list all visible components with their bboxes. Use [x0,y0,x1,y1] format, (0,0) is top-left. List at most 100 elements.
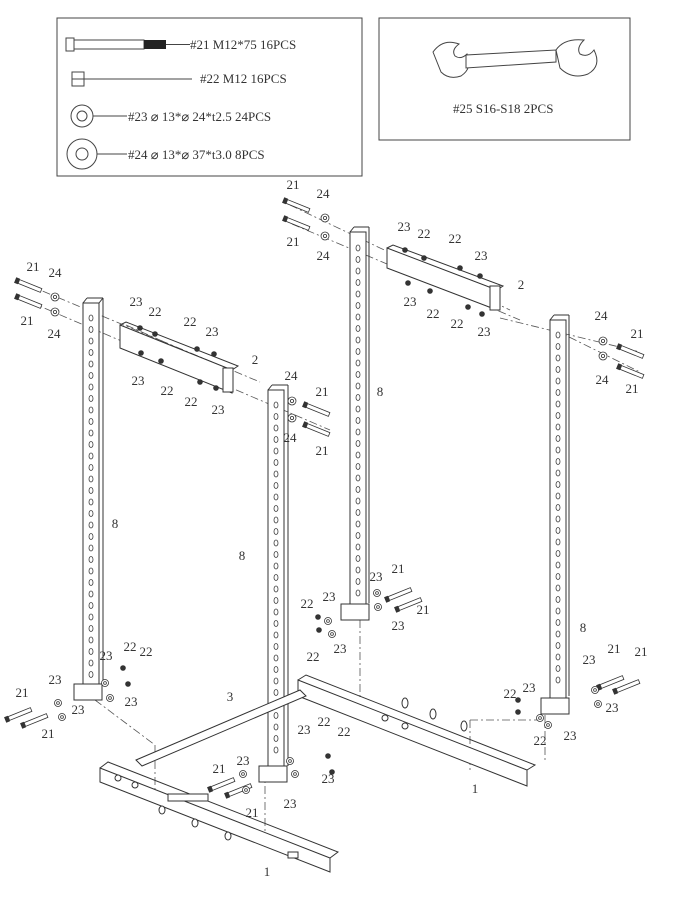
bolt-icon [65,37,166,52]
hardware-item-small-washer: #23 ⌀ 13*⌀ 24*t2.5 24PCS [128,109,271,124]
bolt-icon [302,421,331,437]
part-callout-base-crossbar: 3 [227,689,234,704]
part-callout-washer-small: 23 [323,589,336,604]
nut-icon [515,709,521,715]
washer-icon [591,686,599,694]
bolt-icon [282,197,311,213]
hardware-legend: #21 M12*75 16PCS #22 M12 16PCS #23 ⌀ 13*… [56,17,363,177]
part-callout-nut: 22 [338,724,351,739]
part-callout-washer-small: 23 [125,694,138,709]
part-callout-washer-large: 24 [285,368,299,383]
crossbar-front [119,321,240,394]
nut-icon [421,255,427,261]
nut-icon [138,350,144,356]
part-callout-washer-large: 24 [595,308,609,323]
part-callout-washer-large: 24 [49,265,63,280]
part-callout-nut: 22 [301,596,314,611]
part-callout-washer-small: 23 [606,700,619,715]
washer-icon [54,699,62,707]
washer-icon [320,213,330,223]
washer-icon [328,630,336,638]
washer-icon [594,700,602,708]
upright-left-front [73,297,104,701]
part-callout-bolt: 21 [16,685,29,700]
upright-center-back [340,226,370,621]
washer-icon [58,713,66,721]
part-callout-washer-large: 24 [48,326,62,341]
part-callout-bolt: 21 [42,726,55,741]
washer-icon [50,307,60,317]
bolt-icon [282,215,311,231]
washer-icon [239,770,247,778]
washer-icon [242,786,250,794]
washer-icon [291,770,299,778]
nut-icon [211,351,217,357]
bolt-icon [394,597,423,613]
part-callout-washer-small: 23 [564,728,577,743]
part-callout-bolt: 21 [631,326,644,341]
bolt-icon [14,277,43,293]
washer-icon [320,231,330,241]
crossbar-back [386,244,505,311]
wrench-icon [432,39,598,78]
bolt-icon [14,293,43,309]
nut-icon [315,614,321,620]
part-callout-washer-small: 23 [100,648,113,663]
washer-icon [536,714,544,722]
part-callout-washer-small: 23 [404,294,417,309]
part-callout-bolt: 21 [635,644,648,659]
part-callout-washer-small: 23 [475,248,488,263]
part-callout-washer-small: 23 [206,324,219,339]
nut-icon [427,288,433,294]
part-callout-washer-large: 24 [596,372,610,387]
part-callout-washer-small: 23 [72,702,85,717]
washer-icon [544,721,552,729]
nut-icon [457,265,463,271]
part-callout-washer-small: 23 [322,771,335,786]
washer-icon [324,617,332,625]
nut-icon [137,325,143,331]
nut-icon [402,247,408,253]
bolt-icon [4,707,33,723]
nut-icon [213,385,219,391]
part-callout-washer-small: 23 [398,219,411,234]
nut-icon [316,627,322,633]
part-callout-upright: 8 [377,384,384,399]
washer-icon [50,292,60,302]
part-callout-washer-small: 23 [130,294,143,309]
nut-icon [465,304,471,310]
large-washer-icon [66,138,98,170]
hardware-groups [4,197,645,799]
part-callout-upright: 8 [239,548,246,563]
part-callout-crossbar: 2 [252,352,259,367]
part-callout-washer-small: 23 [392,618,405,633]
part-callout-washer-small: 23 [298,722,311,737]
part-callout-bolt: 21 [626,381,639,396]
hardware-item-nut: #22 M12 16PCS [200,71,287,86]
nut-icon [325,753,331,759]
part-callout-bolt: 21 [287,177,300,192]
part-callout-bolt: 21 [392,561,405,576]
part-callout-side-base: 1 [264,864,271,879]
part-callout-nut: 22 [534,733,547,748]
bolt-icon [20,713,49,729]
part-callout-bolt: 21 [246,805,259,820]
nut-icon [197,379,203,385]
nut-icon [405,280,411,286]
bolt-icon [616,363,645,379]
bolt-icon [616,343,645,359]
nut-icon [158,358,164,364]
washer-icon [106,694,114,702]
nut-icon [477,273,483,279]
bolt-icon [207,777,236,793]
part-callout-bolt: 21 [27,259,40,274]
part-callout-crossbar: 2 [518,277,525,292]
nut-icon [125,681,131,687]
base-side-back [297,674,537,787]
part-callout-washer-small: 23 [212,402,225,417]
hardware-item-large-washer: #24 ⌀ 13*⌀ 37*t3.0 8PCS [128,147,265,162]
part-callout-washer-small: 23 [523,680,536,695]
part-callout-bolt: 21 [213,761,226,776]
